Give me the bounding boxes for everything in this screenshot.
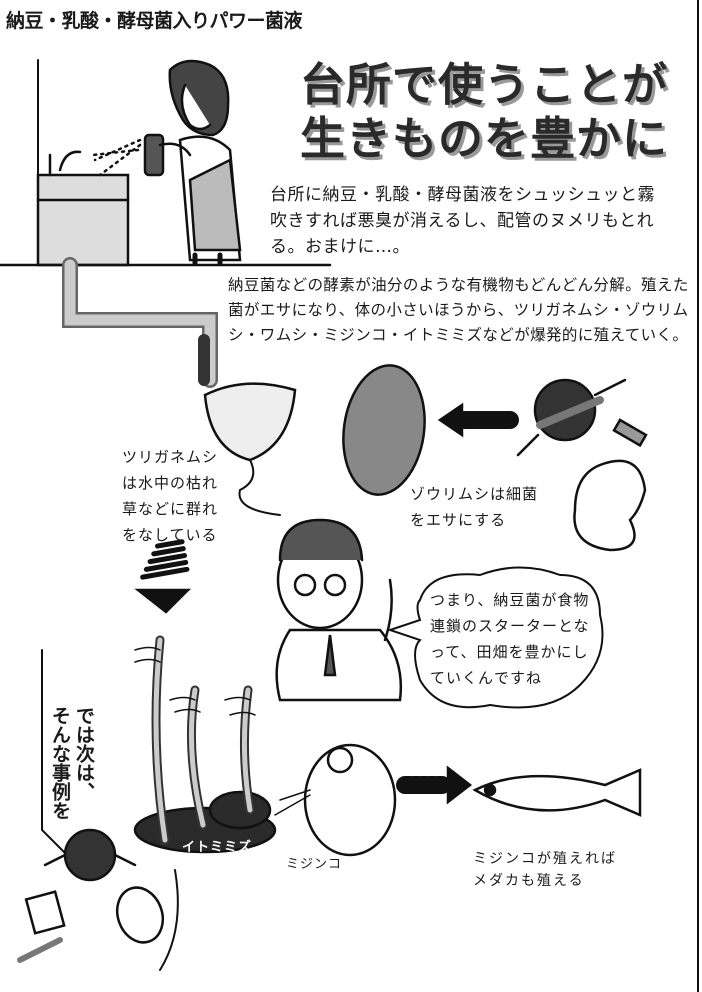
- drain-pipe: [62, 257, 218, 388]
- intro-paragraph: 台所に納豆・乳酸・酵母菌液をシュッシュッと霧 吹きすれば悪臭が消えるし、配管のヌ…: [270, 182, 680, 260]
- speech-line: って、田畑を豊かにし: [430, 643, 589, 661]
- page-title: 台所で使うことが 生きものを豊かに: [300, 58, 668, 166]
- header-title: 納豆・乳酸・酵母菌入りパワー菌液: [6, 10, 303, 32]
- natto-bacteria-character: [516, 378, 648, 457]
- vertical-speech: では次は、 そんな事例を: [48, 706, 96, 826]
- caption-line: は水中の枯れ: [122, 474, 219, 492]
- medaka-caption: ミジンコが殖えれば メダカも殖える: [473, 848, 617, 892]
- body-paragraph: 納豆菌などの酵素が油分のような有機物もどんどん分解。殖えた 菌がエサになり、体の…: [228, 273, 698, 348]
- zourimushi-caption: ゾウリムシは細菌 をエサにする: [410, 481, 538, 533]
- vertical-speech-line: では次は、: [73, 706, 95, 801]
- caption-line: をなしている: [122, 526, 218, 544]
- speech-bubble-text: つまり、納豆菌が食物 連鎖のスターターとな って、田畑を豊かにし ていくんですね: [430, 587, 590, 691]
- intro-line: 台所に納豆・乳酸・酵母菌液をシュッシュッと霧: [270, 185, 655, 205]
- body-line: 納豆菌などの酵素が油分のような有機物もどんどん分解。殖えた: [228, 276, 689, 294]
- tsuriganemushi-drawing: [203, 382, 297, 516]
- zourimushi-drawing: [342, 364, 426, 496]
- arrow-down-icon: [134, 539, 192, 614]
- medaka-drawing: [472, 768, 642, 817]
- speech-line: ていくんですね: [430, 669, 543, 687]
- intro-line: 吹きすれば悪臭が消えるし、配管のヌメリもとれ: [270, 211, 655, 231]
- intro-line: る。おまけに…。: [270, 237, 410, 257]
- soybean-drawing: [573, 459, 647, 552]
- woman-spraying: [91, 59, 242, 266]
- caption-line: ゾウリムシは細菌: [410, 485, 539, 503]
- itomimizu-drawing: [133, 635, 277, 854]
- mijinko-label: ミジンコ: [286, 857, 343, 872]
- body-line: シ・ワムシ・ミジンコ・イトミミズなどが爆発的に殖えていく。: [228, 326, 689, 344]
- speech-line: 連鎖のスターターとな: [430, 617, 590, 635]
- caption-line: ミジンコが殖えれば: [473, 851, 617, 867]
- arrow-left-icon: [437, 402, 519, 438]
- vertical-speech-line: そんな事例を: [49, 706, 71, 820]
- arrow-right-icon: [396, 765, 473, 805]
- kitchen-sink: [0, 59, 332, 267]
- tsuriganemushi-caption: ツリガネムシ は水中の枯れ 草などに群れ をなしている: [122, 444, 218, 548]
- page-title-line-1: 台所で使うことが: [300, 58, 669, 111]
- caption-line: をエサにする: [410, 511, 507, 529]
- speech-bubble: [386, 566, 604, 709]
- page-title-line-2: 生きものを豊かに: [300, 112, 669, 165]
- caption-line: ツリガネムシ: [122, 448, 219, 466]
- mijinko-drawing: [274, 743, 397, 857]
- itomimizu-label: イトミミズ: [182, 840, 253, 855]
- bottom-characters: [17, 828, 179, 971]
- body-line: 菌がエサになり、体の小さいほうから、ツリガネムシ・ゾウリム: [228, 301, 689, 319]
- professor-character: [275, 518, 402, 702]
- speech-line: つまり、納豆菌が食物: [430, 591, 590, 609]
- caption-line: メダカも殖える: [473, 873, 585, 889]
- caption-line: 草などに群れ: [122, 500, 219, 518]
